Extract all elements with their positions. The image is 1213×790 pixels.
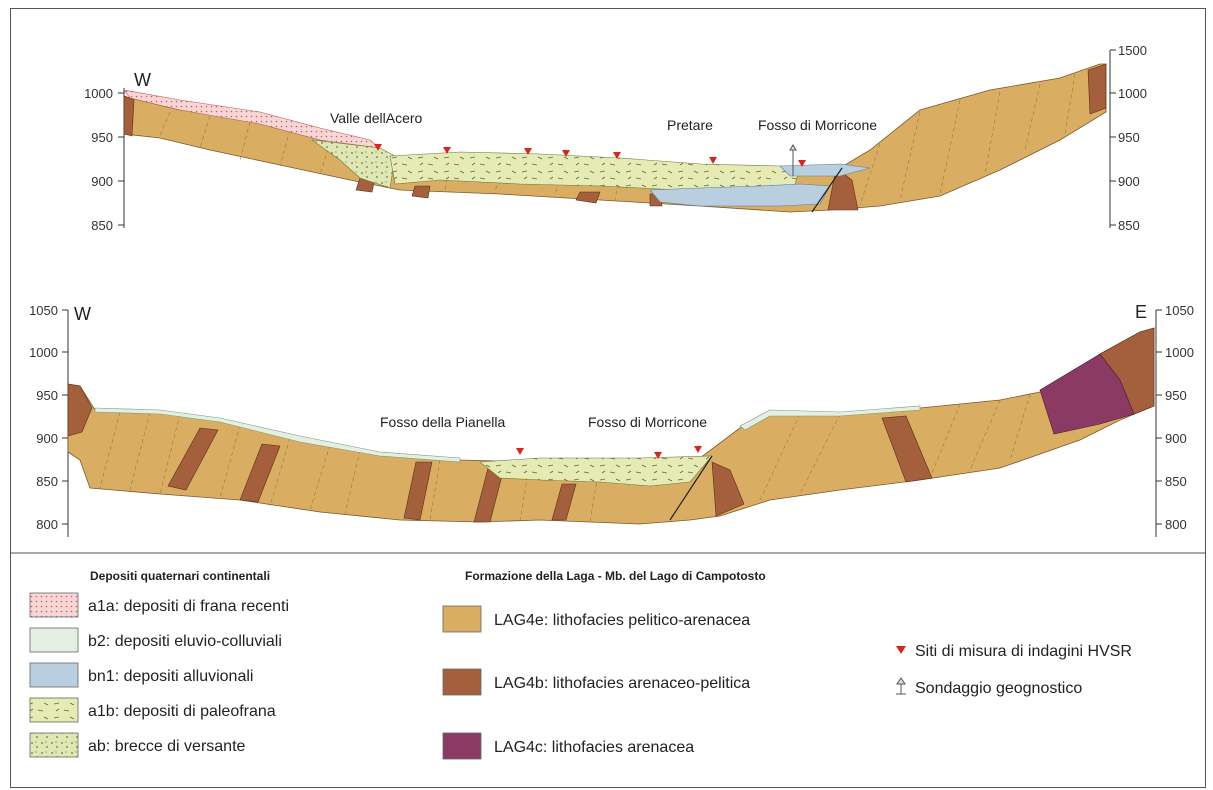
legend-item-label: LAG4c: lithofacies arenacea [494, 739, 694, 756]
section2-west-label: W [74, 304, 91, 324]
section1-right-ticks [1110, 50, 1116, 225]
section2-left-tick-label: 1000 [29, 345, 58, 360]
section2-left-tick-label: 850 [36, 474, 58, 489]
legend-swatch-b2 [30, 628, 78, 652]
section2-right-tick-label: 950 [1165, 388, 1187, 403]
section2-left-tick-label: 1050 [29, 303, 58, 318]
section1-right-tick-label: 1500 [1118, 43, 1147, 58]
section2-left-tick-label: 800 [36, 517, 58, 532]
section1-west-label: W [134, 70, 151, 90]
legend: Depositi quaternari continentali a1a: de… [30, 569, 1132, 759]
legend-swatch-bn1 [30, 663, 78, 687]
legend-item-label: LAG4e: lithofacies pelitico-arenacea [494, 612, 750, 629]
place-label: Fosso della Pianella [380, 414, 506, 430]
section1-right-tick-label: 850 [1118, 218, 1140, 233]
legend-swatch-ab [30, 733, 78, 757]
legend-item-label: a1a: depositi di frana recenti [88, 598, 289, 615]
section2-right-tick-label: 900 [1165, 431, 1187, 446]
section2-left-tick-label: 950 [36, 388, 58, 403]
hvsr-marker [709, 157, 717, 164]
section2-right-ticks [1156, 310, 1162, 524]
legend-group2-title: Formazione della Laga - Mb. del Lago di … [465, 569, 766, 583]
legend-swatch-lag4b [443, 669, 481, 695]
hvsr-marker [694, 446, 702, 453]
legend-item-label: b2: depositi eluvio-colluviali [88, 633, 282, 650]
hvsr-marker [516, 448, 524, 455]
section1-left-tick-label: 900 [91, 174, 113, 189]
legend-item-label: Sondaggio geognostico [915, 680, 1082, 697]
borehole-legend-icon [896, 678, 906, 694]
section1-left-tick-label: 1000 [84, 86, 113, 101]
section2-right-tick-label: 1000 [1165, 345, 1194, 360]
section1-left-ticks [118, 93, 124, 225]
legend-swatch-a1a [30, 593, 78, 617]
section2-left-tick-label: 900 [36, 431, 58, 446]
legend-swatch-a1b [30, 698, 78, 722]
section1-right-tick-label: 950 [1118, 130, 1140, 145]
section2-right-tick-label: 850 [1165, 474, 1187, 489]
place-label: Pretare [667, 117, 713, 133]
legend-item-label: ab: brecce di versante [88, 738, 246, 755]
section-1: 1000 950 900 850 1500 1000 950 900 850 W… [84, 43, 1147, 233]
place-label: Fosso di Morricone [758, 117, 877, 133]
legend-item-label: LAG4b: lithofacies arenaceo-pelitica [494, 675, 750, 692]
section-2: 1050 1000 950 900 850 800 1050 1000 950 … [29, 302, 1194, 537]
legend-swatch-lag4c [443, 733, 481, 759]
section1-left-tick-label: 950 [91, 130, 113, 145]
hvsr-legend-icon [896, 646, 906, 654]
legend-item-label: Siti di misura di indagini HVSR [915, 643, 1132, 660]
section2-right-tick-label: 1050 [1165, 303, 1194, 318]
lag4e-bedrock-section1 [124, 64, 1106, 212]
section1-right-tick-label: 900 [1118, 174, 1140, 189]
legend-item-label: a1b: depositi di paleofrana [88, 703, 276, 720]
place-label: Valle dellAcero [330, 110, 423, 126]
legend-item-label: bn1: depositi alluvionali [88, 668, 253, 685]
section2-right-tick-label: 800 [1165, 517, 1187, 532]
section2-left-ticks [62, 310, 68, 524]
legend-group1-title: Depositi quaternari continentali [90, 569, 270, 583]
section1-left-tick-label: 850 [91, 218, 113, 233]
section1-right-tick-label: 1000 [1118, 86, 1147, 101]
legend-swatch-lag4e [443, 606, 481, 632]
section2-east-label: E [1135, 302, 1147, 322]
place-label: Fosso di Morricone [588, 414, 707, 430]
